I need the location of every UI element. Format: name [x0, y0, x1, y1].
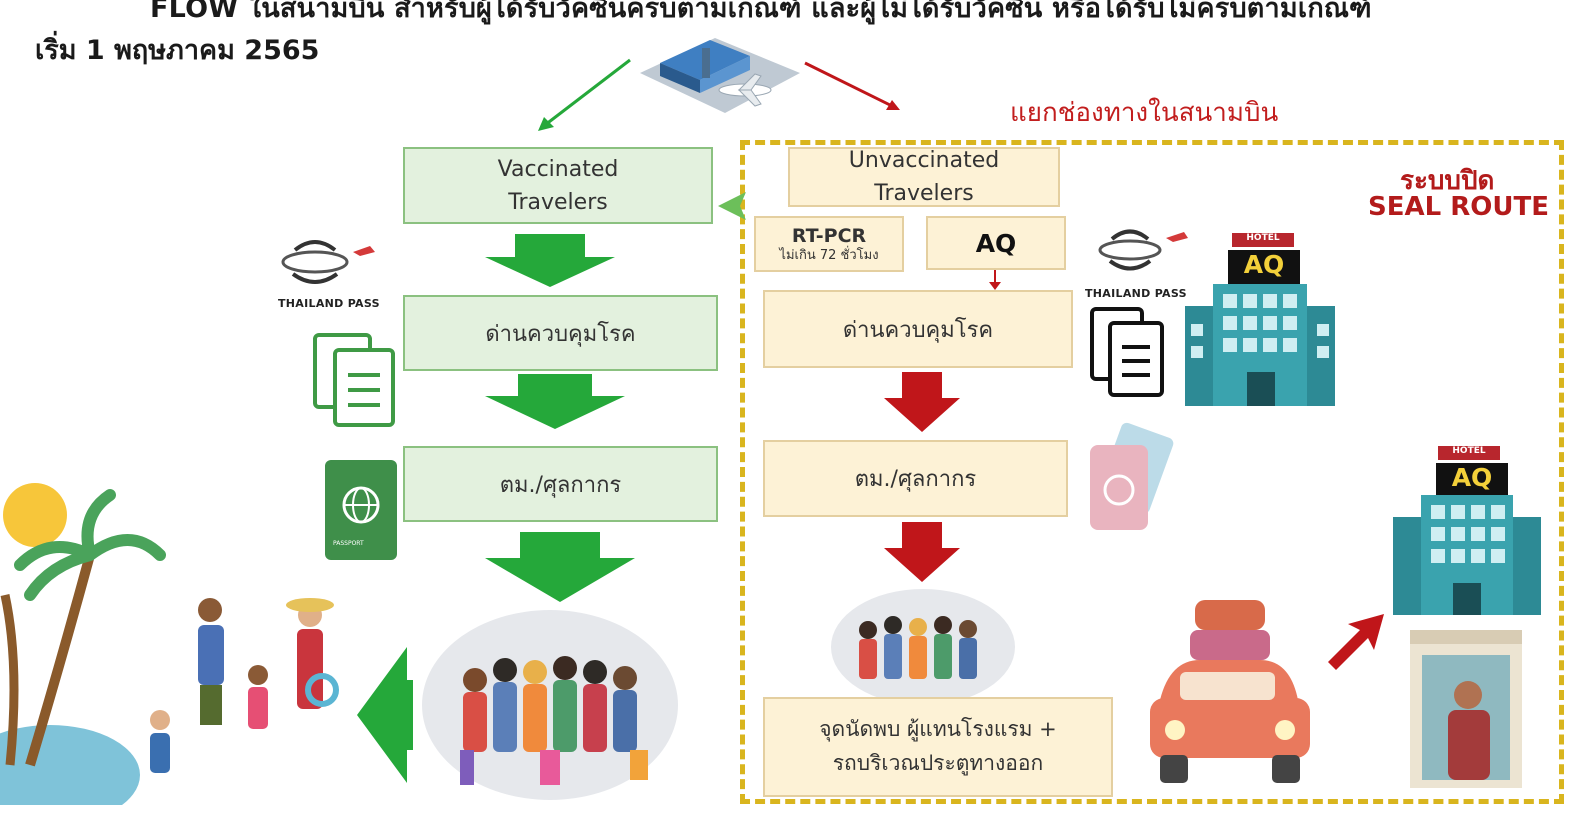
- hotel-sign-2: HOTEL: [1438, 446, 1500, 460]
- airport-icon: [640, 38, 800, 113]
- green-down-arrow-3: [485, 532, 635, 602]
- unvaccinated-immigration-box: ตม./ศุลกากร: [763, 440, 1068, 517]
- thailand-pass-logo-icon: [281, 240, 375, 284]
- quarantine-window-illustration: [1410, 630, 1522, 788]
- green-left-arrow: [357, 647, 413, 783]
- arrow-to-unvaccinated: [804, 61, 900, 110]
- unvaccinated-travelers-box: Unvaccinated Travelers: [788, 147, 1060, 207]
- vaccinated-checkpoint-box: ด่านควบคุมโรค: [403, 295, 718, 371]
- thailand-pass-label: THAILAND PASS: [278, 297, 380, 310]
- vaccinated-travelers-box: Vaccinated Travelers: [403, 147, 713, 224]
- documents-icon-black: [1090, 307, 1164, 397]
- passport-label: PASSPORT: [333, 540, 364, 547]
- red-down-arrow-2: [884, 522, 960, 582]
- arrow-to-vaccinated: [538, 58, 631, 131]
- green-down-arrow-1: [485, 234, 615, 287]
- aq-box: AQ: [926, 216, 1066, 270]
- family-beach-illustration: [0, 483, 339, 805]
- car-illustration: [1150, 600, 1310, 783]
- vaccinated-crowd-illustration: [422, 610, 678, 800]
- red-down-arrow-1: [884, 372, 960, 432]
- seal-route-subtitle: SEAL ROUTE: [1368, 192, 1549, 222]
- hotel-aq-sign-1: AQ: [1228, 250, 1300, 284]
- documents-icon-green: [313, 333, 395, 427]
- rt-pcr-note: ไม่เกิน 72 ชั่วโมง: [779, 247, 879, 263]
- seal-route-boundary: [740, 140, 1564, 804]
- aq-label: AQ: [975, 228, 1017, 258]
- passport-icon-green: [325, 460, 397, 560]
- vaccinated-immigration-box: ตม./ศุลกากร: [403, 446, 718, 522]
- rt-pcr-box: RT-PCR ไม่เกิน 72 ชั่วโมง: [754, 216, 904, 272]
- passport-tickets-icon: [1090, 422, 1174, 530]
- red-diagonal-arrow: [1328, 614, 1384, 670]
- red-small-arrow: [989, 270, 1001, 290]
- unvaccinated-crowd-illustration: [831, 589, 1015, 705]
- page-title: FLOW ในสนามบิน สำหรับผู้ได้รับวัคซีนครบต…: [150, 0, 1372, 24]
- thailand-pass-logo-icon-2: [1098, 229, 1188, 271]
- page-subtitle: เริ่ม 1 พฤษภาคม 2565: [35, 35, 320, 66]
- hotel-sign-1: HOTEL: [1232, 233, 1294, 247]
- green-small-arrow: [718, 192, 746, 220]
- unvaccinated-checkpoint-box: ด่านควบคุมโรค: [763, 290, 1073, 368]
- split-channel-label: แยกช่องทางในสนามบิน: [1010, 98, 1279, 128]
- meeting-point-box: จุดนัดพบ ผู้แทนโรงแรม + รถบริเวณประตูทาง…: [763, 697, 1113, 797]
- thailand-pass-label-2: THAILAND PASS: [1085, 287, 1187, 300]
- seal-route-title: ระบบปิด: [1400, 166, 1495, 196]
- hotel-aq-sign-2: AQ: [1436, 463, 1508, 495]
- rt-pcr-title: RT-PCR: [791, 224, 867, 247]
- green-down-arrow-2: [485, 374, 625, 429]
- hotel-building-1: [1185, 284, 1335, 406]
- hotel-building-2: [1393, 495, 1541, 615]
